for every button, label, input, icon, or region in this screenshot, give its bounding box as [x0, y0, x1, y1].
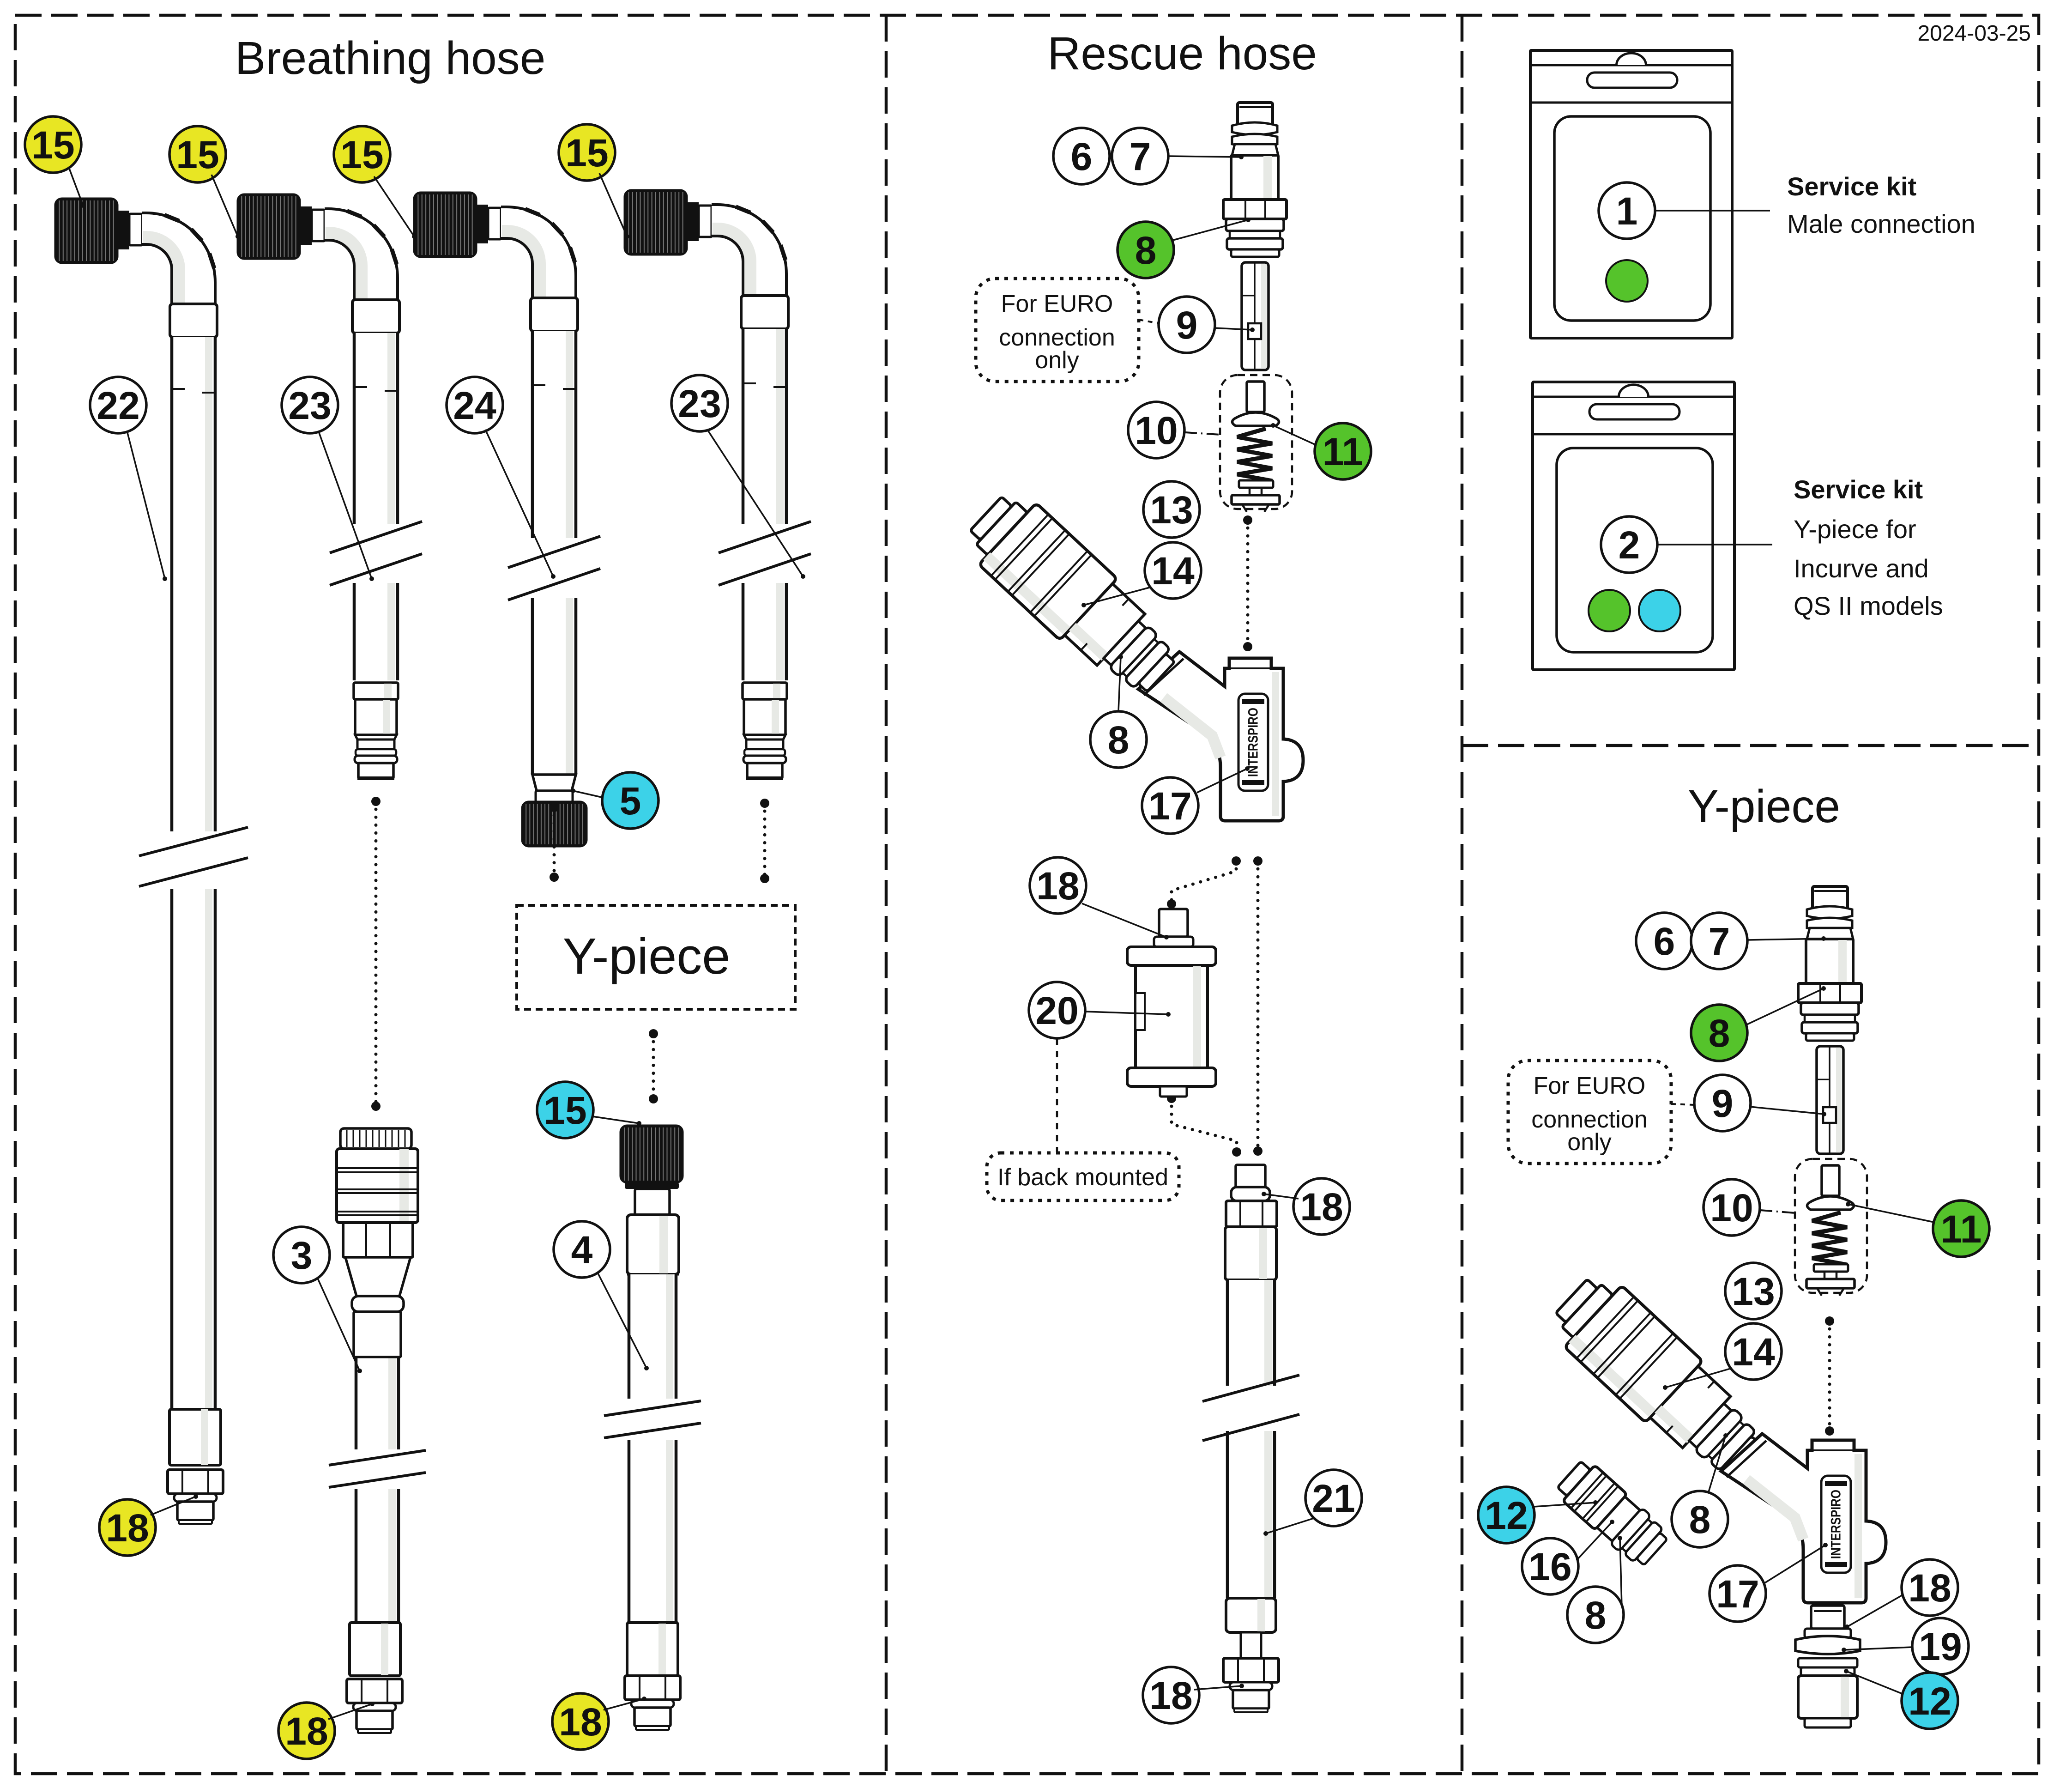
svg-text:3: 3 — [291, 1234, 313, 1277]
svg-text:20: 20 — [1035, 989, 1078, 1032]
svg-text:6: 6 — [1654, 920, 1675, 963]
svg-text:13: 13 — [1732, 1270, 1775, 1313]
svg-text:9: 9 — [1712, 1082, 1734, 1125]
svg-text:22: 22 — [97, 384, 139, 427]
svg-text:14: 14 — [1732, 1330, 1775, 1374]
svg-text:Y-piece: Y-piece — [563, 928, 731, 985]
svg-text:10: 10 — [1710, 1186, 1753, 1230]
svg-text:23: 23 — [288, 384, 331, 427]
svg-text:5: 5 — [620, 779, 641, 823]
svg-text:18: 18 — [1300, 1185, 1343, 1229]
svg-text:9: 9 — [1176, 303, 1198, 347]
svg-text:15: 15 — [340, 133, 383, 176]
svg-text:only: only — [1035, 347, 1079, 374]
svg-text:8: 8 — [1585, 1594, 1607, 1637]
svg-text:7: 7 — [1130, 135, 1151, 178]
svg-text:8: 8 — [1709, 1012, 1730, 1055]
svg-text:23: 23 — [678, 382, 721, 425]
svg-text:18: 18 — [559, 1700, 602, 1744]
svg-text:Breathing hose: Breathing hose — [235, 32, 546, 84]
svg-text:14: 14 — [1151, 549, 1195, 593]
svg-text:connection: connection — [1531, 1106, 1648, 1133]
svg-text:17: 17 — [1148, 784, 1191, 828]
svg-text:Incurve and: Incurve and — [1794, 554, 1929, 583]
svg-text:Y-piece for: Y-piece for — [1794, 515, 1916, 544]
svg-text:10: 10 — [1135, 409, 1178, 452]
svg-text:7: 7 — [1709, 920, 1730, 963]
svg-text:only: only — [1567, 1129, 1611, 1156]
svg-text:4: 4 — [571, 1228, 593, 1272]
svg-text:1: 1 — [1616, 189, 1638, 233]
svg-text:connection: connection — [999, 324, 1115, 351]
svg-text:12: 12 — [1485, 1494, 1528, 1537]
svg-text:21: 21 — [1312, 1477, 1355, 1520]
svg-text:For EURO: For EURO — [1001, 291, 1113, 317]
svg-text:19: 19 — [1919, 1625, 1962, 1668]
svg-text:18: 18 — [1149, 1674, 1192, 1717]
svg-text:11: 11 — [1323, 430, 1364, 473]
svg-text:18: 18 — [285, 1709, 328, 1753]
svg-text:8: 8 — [1689, 1498, 1711, 1541]
svg-text:Service kit: Service kit — [1794, 475, 1923, 504]
svg-text:24: 24 — [453, 384, 496, 427]
svg-text:12: 12 — [1908, 1679, 1951, 1723]
svg-text:Male connection: Male connection — [1787, 209, 1975, 238]
svg-text:Y-piece: Y-piece — [1688, 781, 1840, 832]
svg-text:17: 17 — [1716, 1572, 1759, 1616]
svg-text:15: 15 — [544, 1089, 586, 1132]
svg-text:18: 18 — [1036, 864, 1079, 908]
svg-text:Rescue hose: Rescue hose — [1047, 28, 1317, 79]
svg-text:18: 18 — [106, 1506, 149, 1550]
svg-text:8: 8 — [1108, 718, 1130, 762]
svg-text:8: 8 — [1135, 229, 1157, 272]
svg-text:If back mounted: If back mounted — [997, 1164, 1168, 1191]
svg-text:Service kit: Service kit — [1787, 172, 1916, 201]
svg-text:6: 6 — [1071, 135, 1093, 178]
svg-text:11: 11 — [1941, 1207, 1982, 1251]
svg-text:INTERSPIRO: INTERSPIRO — [1246, 708, 1261, 777]
svg-text:15: 15 — [31, 123, 74, 167]
svg-text:16: 16 — [1528, 1545, 1571, 1588]
svg-text:QS II models: QS II models — [1794, 591, 1943, 620]
svg-text:For EURO: For EURO — [1534, 1073, 1646, 1099]
svg-text:15: 15 — [565, 131, 608, 175]
svg-text:2024-03-25: 2024-03-25 — [1917, 21, 2031, 46]
svg-text:15: 15 — [176, 133, 219, 176]
svg-text:13: 13 — [1150, 488, 1193, 532]
svg-text:2: 2 — [1619, 523, 1640, 567]
svg-text:18: 18 — [1908, 1566, 1951, 1610]
